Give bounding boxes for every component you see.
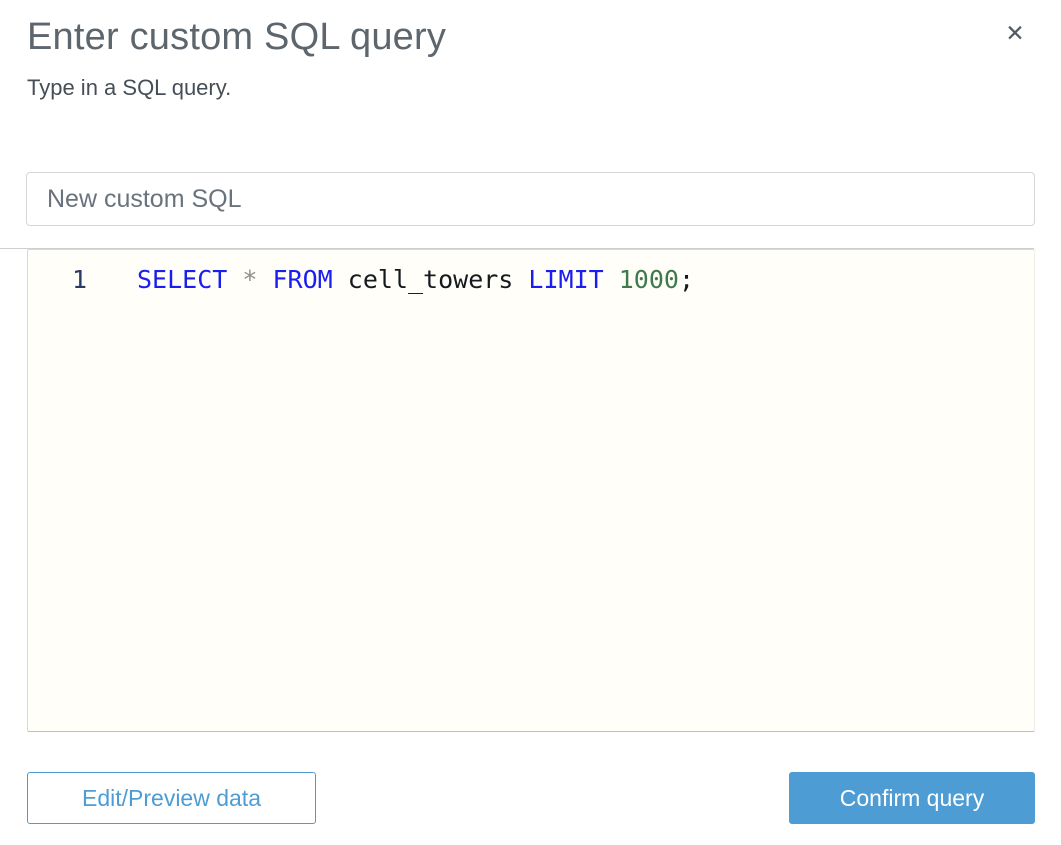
edit-preview-data-button[interactable]: Edit/Preview data [27, 772, 316, 824]
query-name-input[interactable] [26, 172, 1035, 226]
modal-title: Enter custom SQL query [27, 16, 447, 58]
modal-subtitle: Type in a SQL query. [27, 75, 232, 100]
code-line: 1 SELECT * FROM cell_towers LIMIT 1000; [28, 263, 1034, 297]
code-lines-container: 1 SELECT * FROM cell_towers LIMIT 1000; [28, 263, 1034, 297]
close-icon: ✕ [1005, 21, 1025, 47]
code-text: SELECT * FROM cell_towers LIMIT 1000; [137, 265, 695, 294]
confirm-query-button[interactable]: Confirm query [789, 772, 1035, 824]
close-button[interactable]: ✕ [999, 18, 1031, 50]
editor-top-divider [0, 248, 1034, 249]
sql-code-editor[interactable]: 1 SELECT * FROM cell_towers LIMIT 1000; [27, 249, 1035, 732]
line-number: 1 [71, 265, 87, 294]
